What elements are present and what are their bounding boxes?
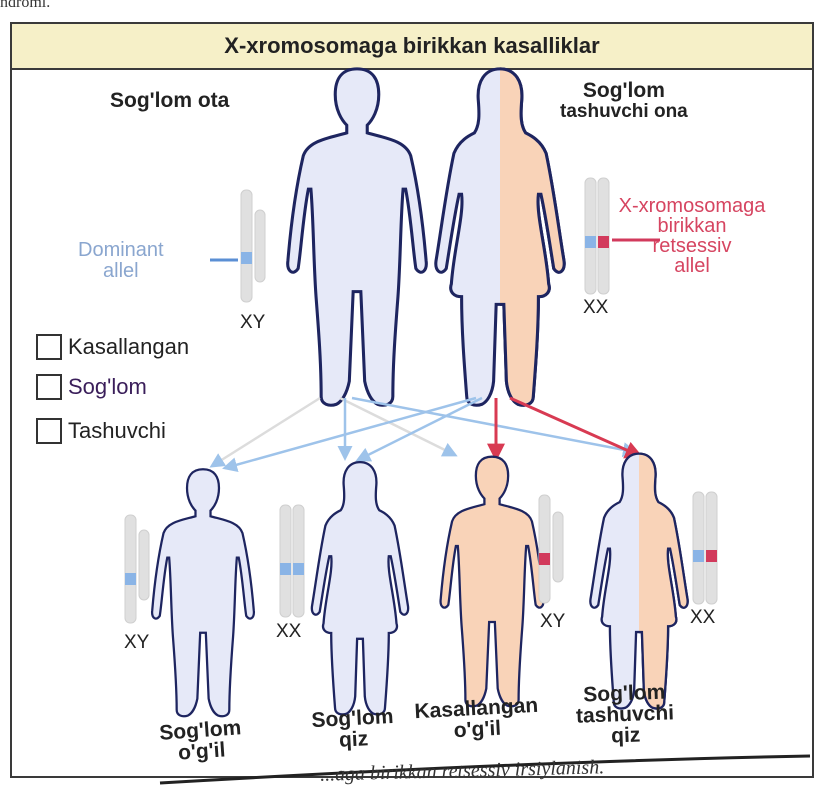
daughter-carrier-chromosomes [693, 492, 717, 604]
father-label: Sog'lom ota [110, 90, 229, 111]
daughter-healthy-chromosome-label: XX [276, 621, 301, 643]
recessive-allele-label: X-xromosomaga birikkan retsessiv allel [612, 196, 772, 276]
child-daughter-healthy [312, 462, 408, 714]
child-son-healthy [152, 469, 254, 716]
son-affected-chromosomes [539, 495, 563, 603]
mother-label: Sog'lom tashuvchi ona [560, 80, 688, 122]
child-daughter-carrier [590, 454, 687, 709]
daughter-carrier-label: Sog'lom tashuvchi qiz [575, 681, 675, 747]
mother-figure [436, 69, 564, 405]
legend-affected: Kasallangan [36, 334, 189, 360]
dominant-allele-label: Dominant allel [78, 240, 164, 282]
child-son-affected [441, 457, 544, 707]
legend-box-carrier [36, 418, 62, 444]
son-affected-label: Kasallangan o'g'il [414, 695, 540, 743]
father-figure [288, 69, 427, 405]
son-affected-chromosome-label: XY [540, 611, 565, 633]
inheritance-arrows [212, 398, 640, 468]
mother-chromosome-label: XX [583, 297, 608, 319]
father-chromosome-pair [210, 190, 265, 302]
son-healthy-label: Sog'lom o'g'il [159, 717, 244, 765]
legend-healthy: Sog'lom [36, 374, 147, 400]
daughter-carrier-chromosome-label: XX [690, 607, 715, 629]
legend-box-affected [36, 334, 62, 360]
daughter-healthy-chromosomes [280, 505, 304, 617]
son-healthy-chromosomes [125, 515, 149, 623]
son-healthy-chromosome-label: XY [124, 632, 149, 654]
father-chromosome-label: XY [240, 312, 265, 334]
legend-box-healthy [36, 374, 62, 400]
daughter-healthy-label: Sog'lom qiz [311, 706, 395, 752]
legend-carrier: Tashuvchi [36, 418, 166, 444]
